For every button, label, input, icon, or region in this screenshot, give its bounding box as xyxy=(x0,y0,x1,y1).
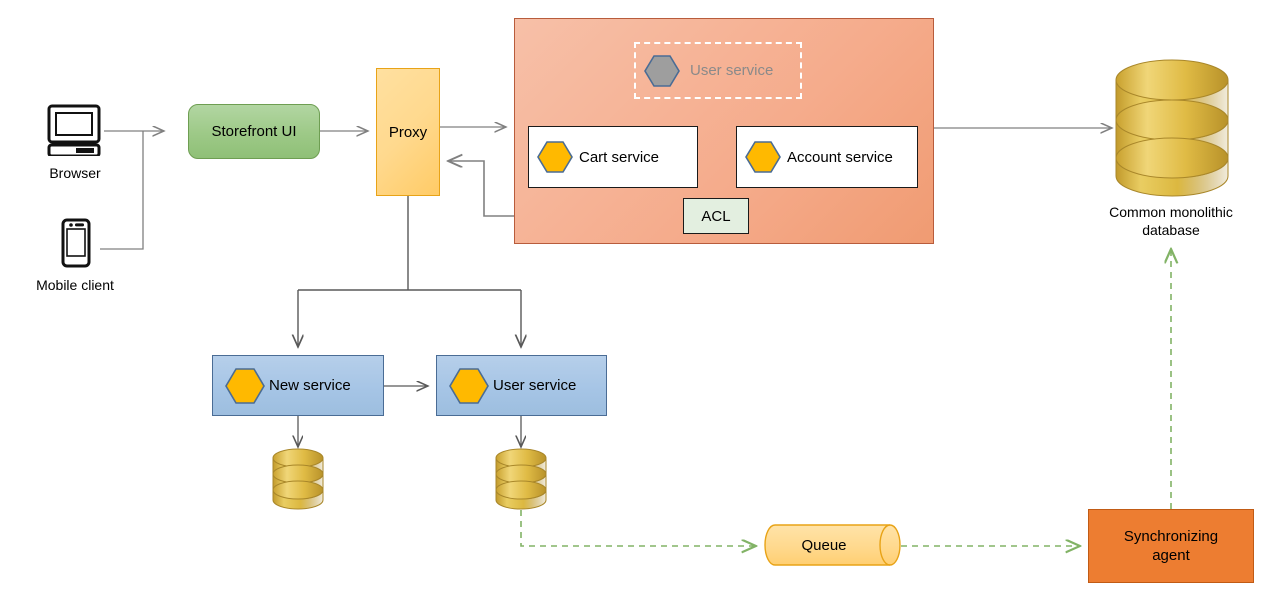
db-caption-line1: Common monolithic xyxy=(1109,204,1233,220)
queue-label: Queue xyxy=(801,536,847,554)
proxy-node[interactable]: Proxy xyxy=(376,68,440,196)
ghost-user-service-label: User service xyxy=(690,62,774,79)
account-service-label: Account service xyxy=(787,148,893,166)
db-caption-line2: database xyxy=(1142,221,1200,238)
user-service-label: User service xyxy=(493,377,577,394)
hexagon-icon-user-service xyxy=(449,367,489,405)
cart-service-node[interactable]: Cart service xyxy=(528,126,698,188)
desktop-computer-icon xyxy=(46,104,104,161)
acl-node[interactable]: ACL xyxy=(683,198,749,234)
user-service-database-cylinder[interactable] xyxy=(495,448,547,515)
user-service-node[interactable]: User service xyxy=(436,355,607,416)
new-service-node[interactable]: New service xyxy=(212,355,384,416)
new-service-label: New service xyxy=(269,377,351,394)
ghost-user-service-node[interactable] xyxy=(634,42,802,99)
synchronizing-agent-node[interactable]: Synchronizing agent xyxy=(1088,509,1254,583)
common-database-label: Common monolithic database xyxy=(1090,204,1252,239)
smartphone-icon xyxy=(60,218,92,273)
queue-node[interactable]: Queue xyxy=(764,524,901,566)
storefront-ui-node[interactable]: Storefront UI xyxy=(188,104,320,159)
account-service-node[interactable]: Account service xyxy=(736,126,918,188)
new-service-database-cylinder[interactable] xyxy=(272,448,324,515)
mobile-client-label: Mobile client xyxy=(36,277,114,293)
sync-agent-label-line2: agent xyxy=(1152,547,1190,564)
hexagon-icon-new-service xyxy=(225,367,265,405)
browser-label: Browser xyxy=(49,165,101,181)
hexagon-icon-ghost xyxy=(644,54,680,88)
sync-agent-label-line1: Synchronizing xyxy=(1123,527,1219,545)
common-database-cylinder[interactable] xyxy=(1114,58,1230,203)
hexagon-icon-cart xyxy=(537,140,573,174)
cart-service-label: Cart service xyxy=(579,148,660,166)
hexagon-icon-account xyxy=(745,140,781,174)
